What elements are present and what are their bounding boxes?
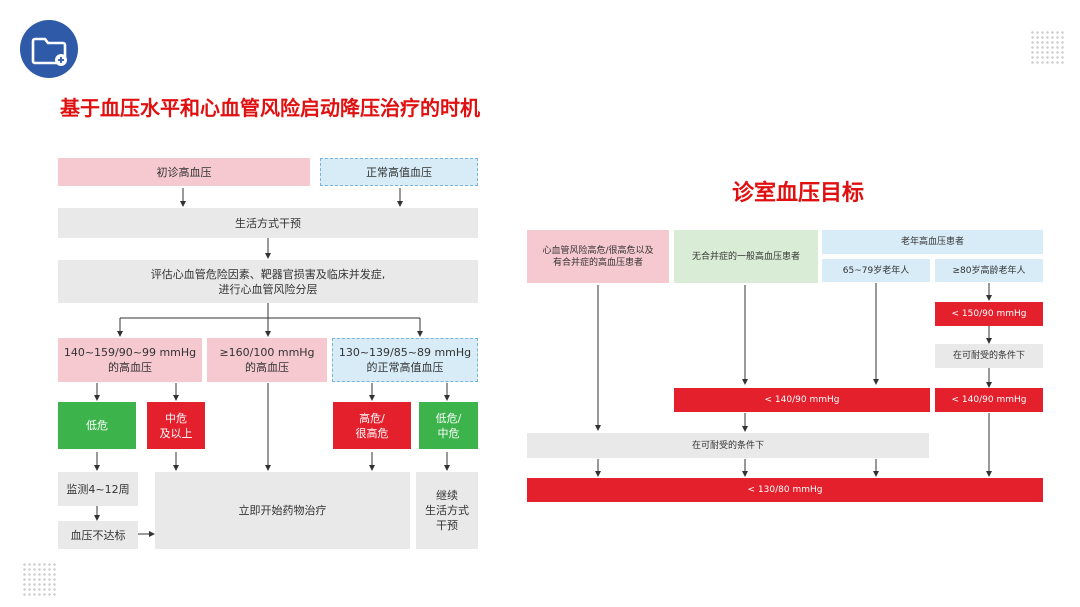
decorative-dots	[22, 562, 58, 598]
medium-risk-above-box: 中危 及以上	[147, 402, 205, 449]
age-80-plus-box: ≥80岁高龄老年人	[935, 259, 1043, 282]
monitor-box: 监测4~12周	[58, 472, 138, 506]
folder-add-icon	[20, 20, 78, 78]
target-140-side-box: < 140/90 mmHg	[935, 388, 1043, 412]
elderly-patients-box: 老年高血压患者	[822, 230, 1043, 254]
age-65-79-box: 65~79岁老年人	[822, 259, 930, 282]
lifestyle-intervention-box: 生活方式干预	[58, 208, 478, 238]
target-130-box: < 130/80 mmHg	[527, 478, 1043, 502]
right-title: 诊室血压目标	[732, 181, 865, 206]
grade2-hypertension-box: ≥160/100 mmHg 的高血压	[207, 338, 327, 382]
target-150-box: < 150/90 mmHg	[935, 302, 1043, 326]
risk-assessment-box: 评估心血管危险因素、靶器官损害及临床并发症, 进行心血管风险分层	[58, 260, 478, 303]
initial-hypertension-box: 初诊高血压	[58, 158, 310, 186]
high-normal-range-box: 130~139/85~89 mmHg 的正常高值血压	[332, 338, 478, 382]
grade1-hypertension-box: 140~159/90~99 mmHg 的高血压	[58, 338, 202, 382]
target-140-main-box: < 140/90 mmHg	[674, 388, 930, 412]
left-title: 基于血压水平和心血管风险启动降压治疗的时机	[60, 96, 480, 120]
general-patients-box: 无合并症的一般高血压患者	[674, 230, 818, 283]
high-risk-patients-box: 心血管风险高危/很高危以及 有合并症的高血压患者	[527, 230, 669, 283]
decorative-dots	[1030, 30, 1066, 66]
high-risk-box: 高危/ 很高危	[333, 402, 411, 449]
start-drug-therapy-box: 立即开始药物治疗	[155, 472, 410, 549]
high-normal-bp-box: 正常高值血压	[320, 158, 478, 186]
tolerable-condition-wide-box: 在可耐受的条件下	[527, 433, 929, 458]
low-medium-risk-box: 低危/ 中危	[419, 402, 478, 449]
low-risk-box: 低危	[58, 402, 136, 449]
bp-not-reached-box: 血压不达标	[58, 521, 138, 549]
tolerable-condition-box: 在可耐受的条件下	[935, 344, 1043, 368]
continue-lifestyle-box: 继续 生活方式 干预	[416, 472, 478, 549]
